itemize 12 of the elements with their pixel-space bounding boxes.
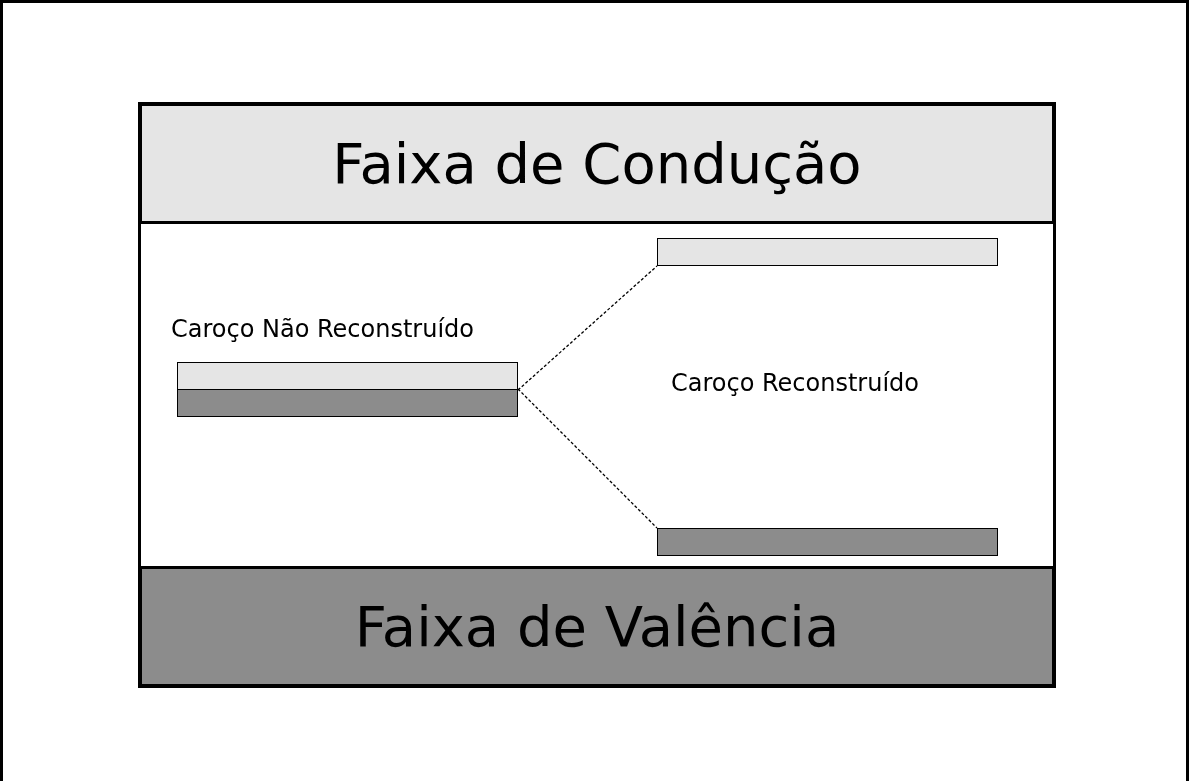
- band-title: Faixa de Valência: [354, 594, 840, 659]
- energy-level-bar: [177, 362, 518, 390]
- valence-band: [139, 566, 1055, 687]
- energy-level-label: Caroço Reconstruído: [671, 369, 920, 397]
- dotted-connector: [517, 265, 658, 391]
- energy-level-bar: [657, 238, 998, 266]
- dotted-connector: [517, 388, 658, 529]
- band-title: Faixa de Condução: [332, 131, 862, 196]
- conduction-band: [139, 103, 1055, 224]
- energy-level-label: Caroço Não Reconstruído: [171, 315, 474, 343]
- energy-level-bar: [657, 528, 998, 556]
- energy-level-bar: [177, 389, 518, 417]
